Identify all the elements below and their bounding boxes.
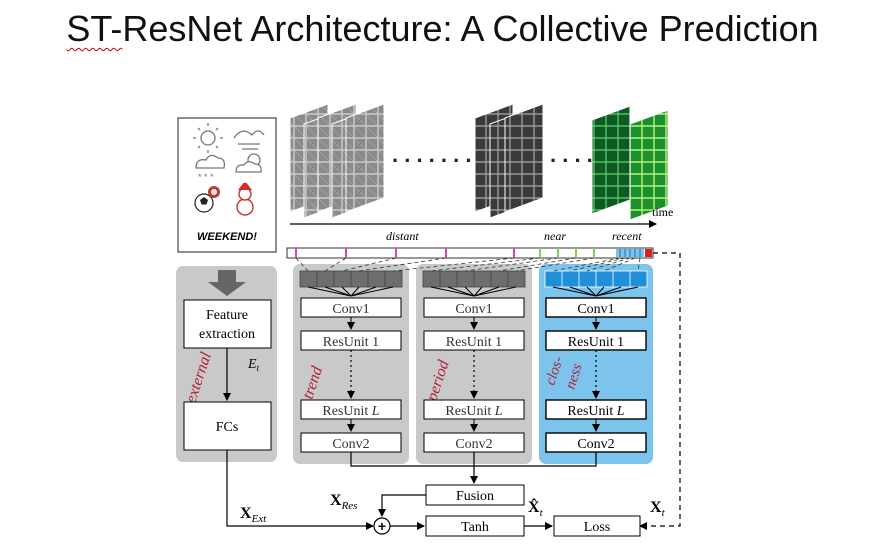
recent-label: recent: [612, 229, 642, 243]
slide-title: ST-ResNet Architecture: A Collective Pre…: [0, 8, 885, 50]
branch-period: Conv1 ResUnit 1 period ResUnit L Conv2: [416, 264, 532, 464]
trend-resunit1-label: ResUnit 1: [323, 335, 379, 350]
fcs-label: FCs: [216, 420, 239, 435]
ground-truth-dashed-line: [639, 252, 681, 530]
fcs-box: [183, 401, 272, 451]
frame-stack-near: [474, 103, 544, 219]
closeness-conv1-label: Conv1: [577, 302, 614, 317]
e-t-label: Et: [247, 357, 260, 373]
fcs-to-plus: [226, 450, 374, 530]
period-resunitL-label: ResUnit L: [445, 404, 502, 419]
svg-text:* * *: * * *: [198, 172, 214, 182]
title-prefix: ST-: [66, 8, 123, 49]
plus-symbol: +: [378, 518, 386, 534]
frame-stack-recent: [591, 105, 669, 221]
ellipsis-1: . . . . . . . .: [392, 142, 484, 167]
closeness-to-fusion: [474, 452, 597, 467]
time-label: time: [652, 205, 673, 219]
branch-trend: Conv1 ResUnit 1 trend ResUnit L Conv2: [293, 264, 409, 464]
frame-stack-distant: [289, 103, 385, 219]
trend-resunitL-label: ResUnit L: [322, 404, 379, 419]
snow-cloud-icon: * * *: [195, 154, 226, 182]
trend-conv1-label: Conv1: [332, 302, 369, 317]
period-resunit1-label: ResUnit 1: [446, 335, 502, 350]
down-arrow-icon: [208, 270, 246, 296]
feature-extraction-line2: extraction: [199, 327, 255, 342]
trend-to-fusion: [350, 452, 474, 467]
title-rest: ResNet Architecture: A Collective Predic…: [122, 8, 819, 49]
loss-label: Loss: [584, 520, 610, 535]
sports-ball-icon: [194, 186, 220, 213]
weather-panel: * * * WEEKEND!: [177, 117, 277, 253]
closeness-resunit1-label: ResUnit 1: [568, 335, 624, 350]
timeline-bar: [286, 247, 654, 259]
fusion-to-plus: [378, 494, 426, 517]
near-label: near: [544, 229, 566, 243]
fusion-label: Fusion: [456, 489, 494, 504]
sun-icon: [193, 123, 223, 153]
period-conv2-label: Conv2: [455, 437, 492, 452]
x-ext-label: XExt: [240, 505, 267, 525]
tanh-label: Tanh: [461, 520, 489, 535]
distant-label: distant: [386, 229, 419, 243]
loss-box: [553, 515, 641, 537]
feature-extraction-line1: Feature: [206, 308, 248, 323]
timeline-mapping-lines: [295, 257, 641, 272]
period-conv1-label: Conv1: [455, 302, 492, 317]
branch-closeness: Conv1 ResUnit 1 clos- ness ResUnit L Con…: [539, 264, 653, 464]
closeness-conv2-label: Conv2: [577, 437, 614, 452]
partly-sunny-icon: [235, 153, 262, 173]
snowman-icon: [236, 179, 254, 216]
x-hat-label: X̂t: [528, 498, 544, 519]
feature-extraction-box: [183, 299, 272, 349]
weekend-text: WEEKEND!: [197, 231, 257, 243]
x-t-label: Xt: [650, 499, 666, 519]
closeness-resunitL-label: ResUnit L: [567, 404, 624, 419]
trend-conv2-label: Conv2: [332, 437, 369, 452]
closeness-side-label-2: ness: [563, 362, 586, 392]
wind-icon: [233, 130, 265, 150]
x-res-label: XRes: [330, 492, 357, 512]
